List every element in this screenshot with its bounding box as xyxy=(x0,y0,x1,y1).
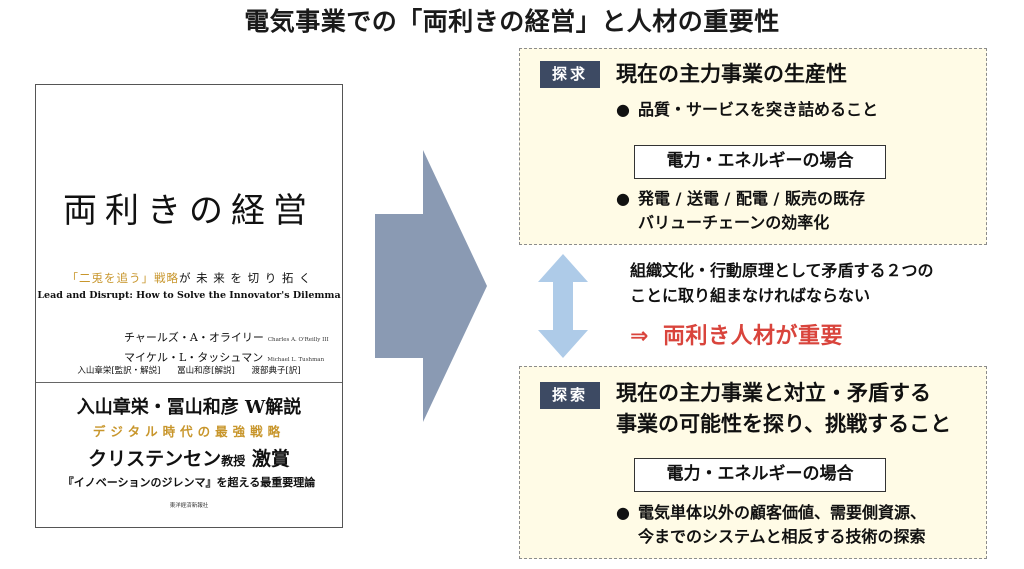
search-heading-line1: 現在の主力事業と対立・矛盾する xyxy=(616,381,931,405)
up-down-arrow-icon xyxy=(538,254,588,358)
book-tagline-highlight: 「二兎を追う」戦略 xyxy=(66,271,179,285)
book-tagline-rest: が 未 来 を 切 り 拓 く xyxy=(178,271,312,285)
contradiction-note-line2: ことに取り組まなければならない xyxy=(630,286,871,305)
implies-arrow-icon: ⇒ xyxy=(630,324,649,349)
book-tagline: 「二兎を追う」戦略が 未 来 を 切 り 拓 く xyxy=(36,270,342,286)
explore-bullet2-line1: 発電 / 送電 / 配電 / 販売の既存 xyxy=(638,189,865,208)
contradiction-note-line1: 組織文化・行動原理として矛盾する２つの xyxy=(630,261,934,280)
explore-bullet1-text: 品質・サービスを突き詰めること xyxy=(638,100,879,119)
book-promo-line2: デジタル時代の最強戦略 xyxy=(92,424,286,439)
conclusion-text: 両利き人材が重要 xyxy=(662,324,843,349)
book-publisher: 東洋経済新報社 xyxy=(169,503,209,509)
search-tag: 探索 xyxy=(540,382,600,409)
author1-en: Charles A. O'Reilly III xyxy=(267,337,329,343)
search-heading-line2: 事業の可能性を探り、挑戦すること xyxy=(616,412,952,436)
author2-ja: マイケル・L・タッシュマン xyxy=(124,351,264,364)
right-arrow-icon xyxy=(375,150,487,422)
conclusion: ⇒ 両利き人材が重要 xyxy=(630,318,843,350)
book-cover: 両利きの経営 「二兎を追う」戦略が 未 来 を 切 り 拓 く Lead and… xyxy=(35,84,343,528)
explore-heading: 現在の主力事業の生産性 xyxy=(616,62,847,86)
explore-case-label: 電力・エネルギーの場合 xyxy=(634,145,886,179)
search-heading: 現在の主力事業と対立・矛盾する 事業の可能性を探り、挑戦すること xyxy=(616,378,951,440)
book-promo-line3-c: 激賞 xyxy=(245,448,290,470)
slide-title: 電気事業での「両利きの経営」と人材の重要性 xyxy=(244,7,780,36)
search-bullet1-line1: 電気単体以外の顧客価値、需要側資源、 xyxy=(638,503,927,522)
book-subtitle: Lead and Disrupt: How to Solve the Innov… xyxy=(37,290,341,301)
explore-bullet2: ● 発電 / 送電 / 配電 / 販売の既存 バリューチェーンの効率化 xyxy=(616,187,865,235)
book-promo-line4: 『イノベーションのジレンマ』を超える最重要理論 xyxy=(62,476,316,489)
explore-bullet2-line2: バリューチェーンの効率化 xyxy=(638,213,830,232)
bullet-icon: ● xyxy=(616,189,630,208)
explore-box: 探求 現在の主力事業の生産性 ● 品質・サービスを突き詰めること 電力・エネルギー… xyxy=(519,48,987,245)
contradiction-note: 組織文化・行動原理として矛盾する２つの ことに取り組まなければならない xyxy=(630,258,934,308)
search-box: 探索 現在の主力事業と対立・矛盾する 事業の可能性を探り、挑戦すること 電力・エ… xyxy=(519,366,987,559)
search-case-label: 電力・エネルギーの場合 xyxy=(634,458,886,492)
bullet-icon: ● xyxy=(616,100,630,119)
explore-bullet1: ● 品質・サービスを突き詰めること xyxy=(616,98,878,122)
book-divider xyxy=(36,382,342,383)
book-promo-line3-b: 教授 xyxy=(221,454,246,468)
book-translators: 入山章栄[監訳・解説] 冨山和彦[解説] 渡部典子[訳] xyxy=(77,366,301,376)
author1-ja: チャールズ・A・オライリー xyxy=(124,331,264,344)
book-promo-line3-a: クリステンセン xyxy=(88,448,222,470)
bullet-icon: ● xyxy=(616,503,630,522)
book-title: 両利きの経営 xyxy=(63,191,315,231)
author2-en: Michael L. Tushman xyxy=(267,357,325,363)
book-promo-line3: クリステンセン教授 激賞 xyxy=(36,444,342,471)
explore-tag: 探求 xyxy=(540,61,600,88)
search-bullet1: ● 電気単体以外の顧客価値、需要側資源、 今までのシステムと相反する技術の探索 xyxy=(616,501,926,549)
book-promo-line1: 入山章栄・冨山和彦 W解説 xyxy=(76,397,302,418)
search-bullet1-line2: 今までのシステムと相反する技術の探索 xyxy=(638,527,926,546)
